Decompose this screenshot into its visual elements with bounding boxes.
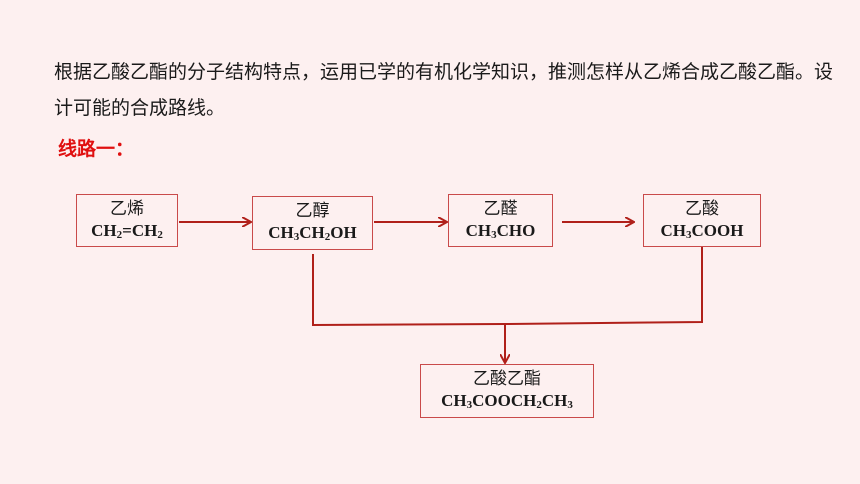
route-title: 线路一： xyxy=(58,138,135,160)
intro-text: 根据乙酸乙酯的分子结构特点，运用已学的有机化学知识，推测怎样从乙烯合成乙酸乙酯。… xyxy=(54,61,834,119)
connector-ethanol-down xyxy=(312,254,506,327)
node-ethylene-formula: CH2=CH2 xyxy=(91,221,163,241)
node-ethyl-acetate-name: 乙酸乙酯 xyxy=(473,369,541,389)
node-ethanol: 乙醇 CH3CH2OH xyxy=(252,196,373,250)
node-acetaldehyde-formula: CH3CHO xyxy=(465,221,536,241)
node-acetaldehyde-name: 乙醛 xyxy=(483,199,518,219)
node-ethylene-name: 乙烯 xyxy=(110,199,144,219)
node-acetic-acid: 乙酸 CH3COOH xyxy=(643,194,761,247)
node-ethylene: 乙烯 CH2=CH2 xyxy=(76,194,178,247)
connector-acetic-acid-down xyxy=(504,247,703,325)
node-acetic-acid-formula: CH3COOH xyxy=(660,221,744,241)
node-ethyl-acetate: 乙酸乙酯 CH3COOCH2CH3 xyxy=(420,364,594,418)
node-acetaldehyde: 乙醛 CH3CHO xyxy=(448,194,553,247)
node-ethyl-acetate-formula: CH3COOCH2CH3 xyxy=(441,391,573,411)
node-ethanol-name: 乙醇 xyxy=(295,201,330,221)
node-ethanol-formula: CH3CH2OH xyxy=(268,223,357,243)
node-acetic-acid-name: 乙酸 xyxy=(685,199,719,219)
